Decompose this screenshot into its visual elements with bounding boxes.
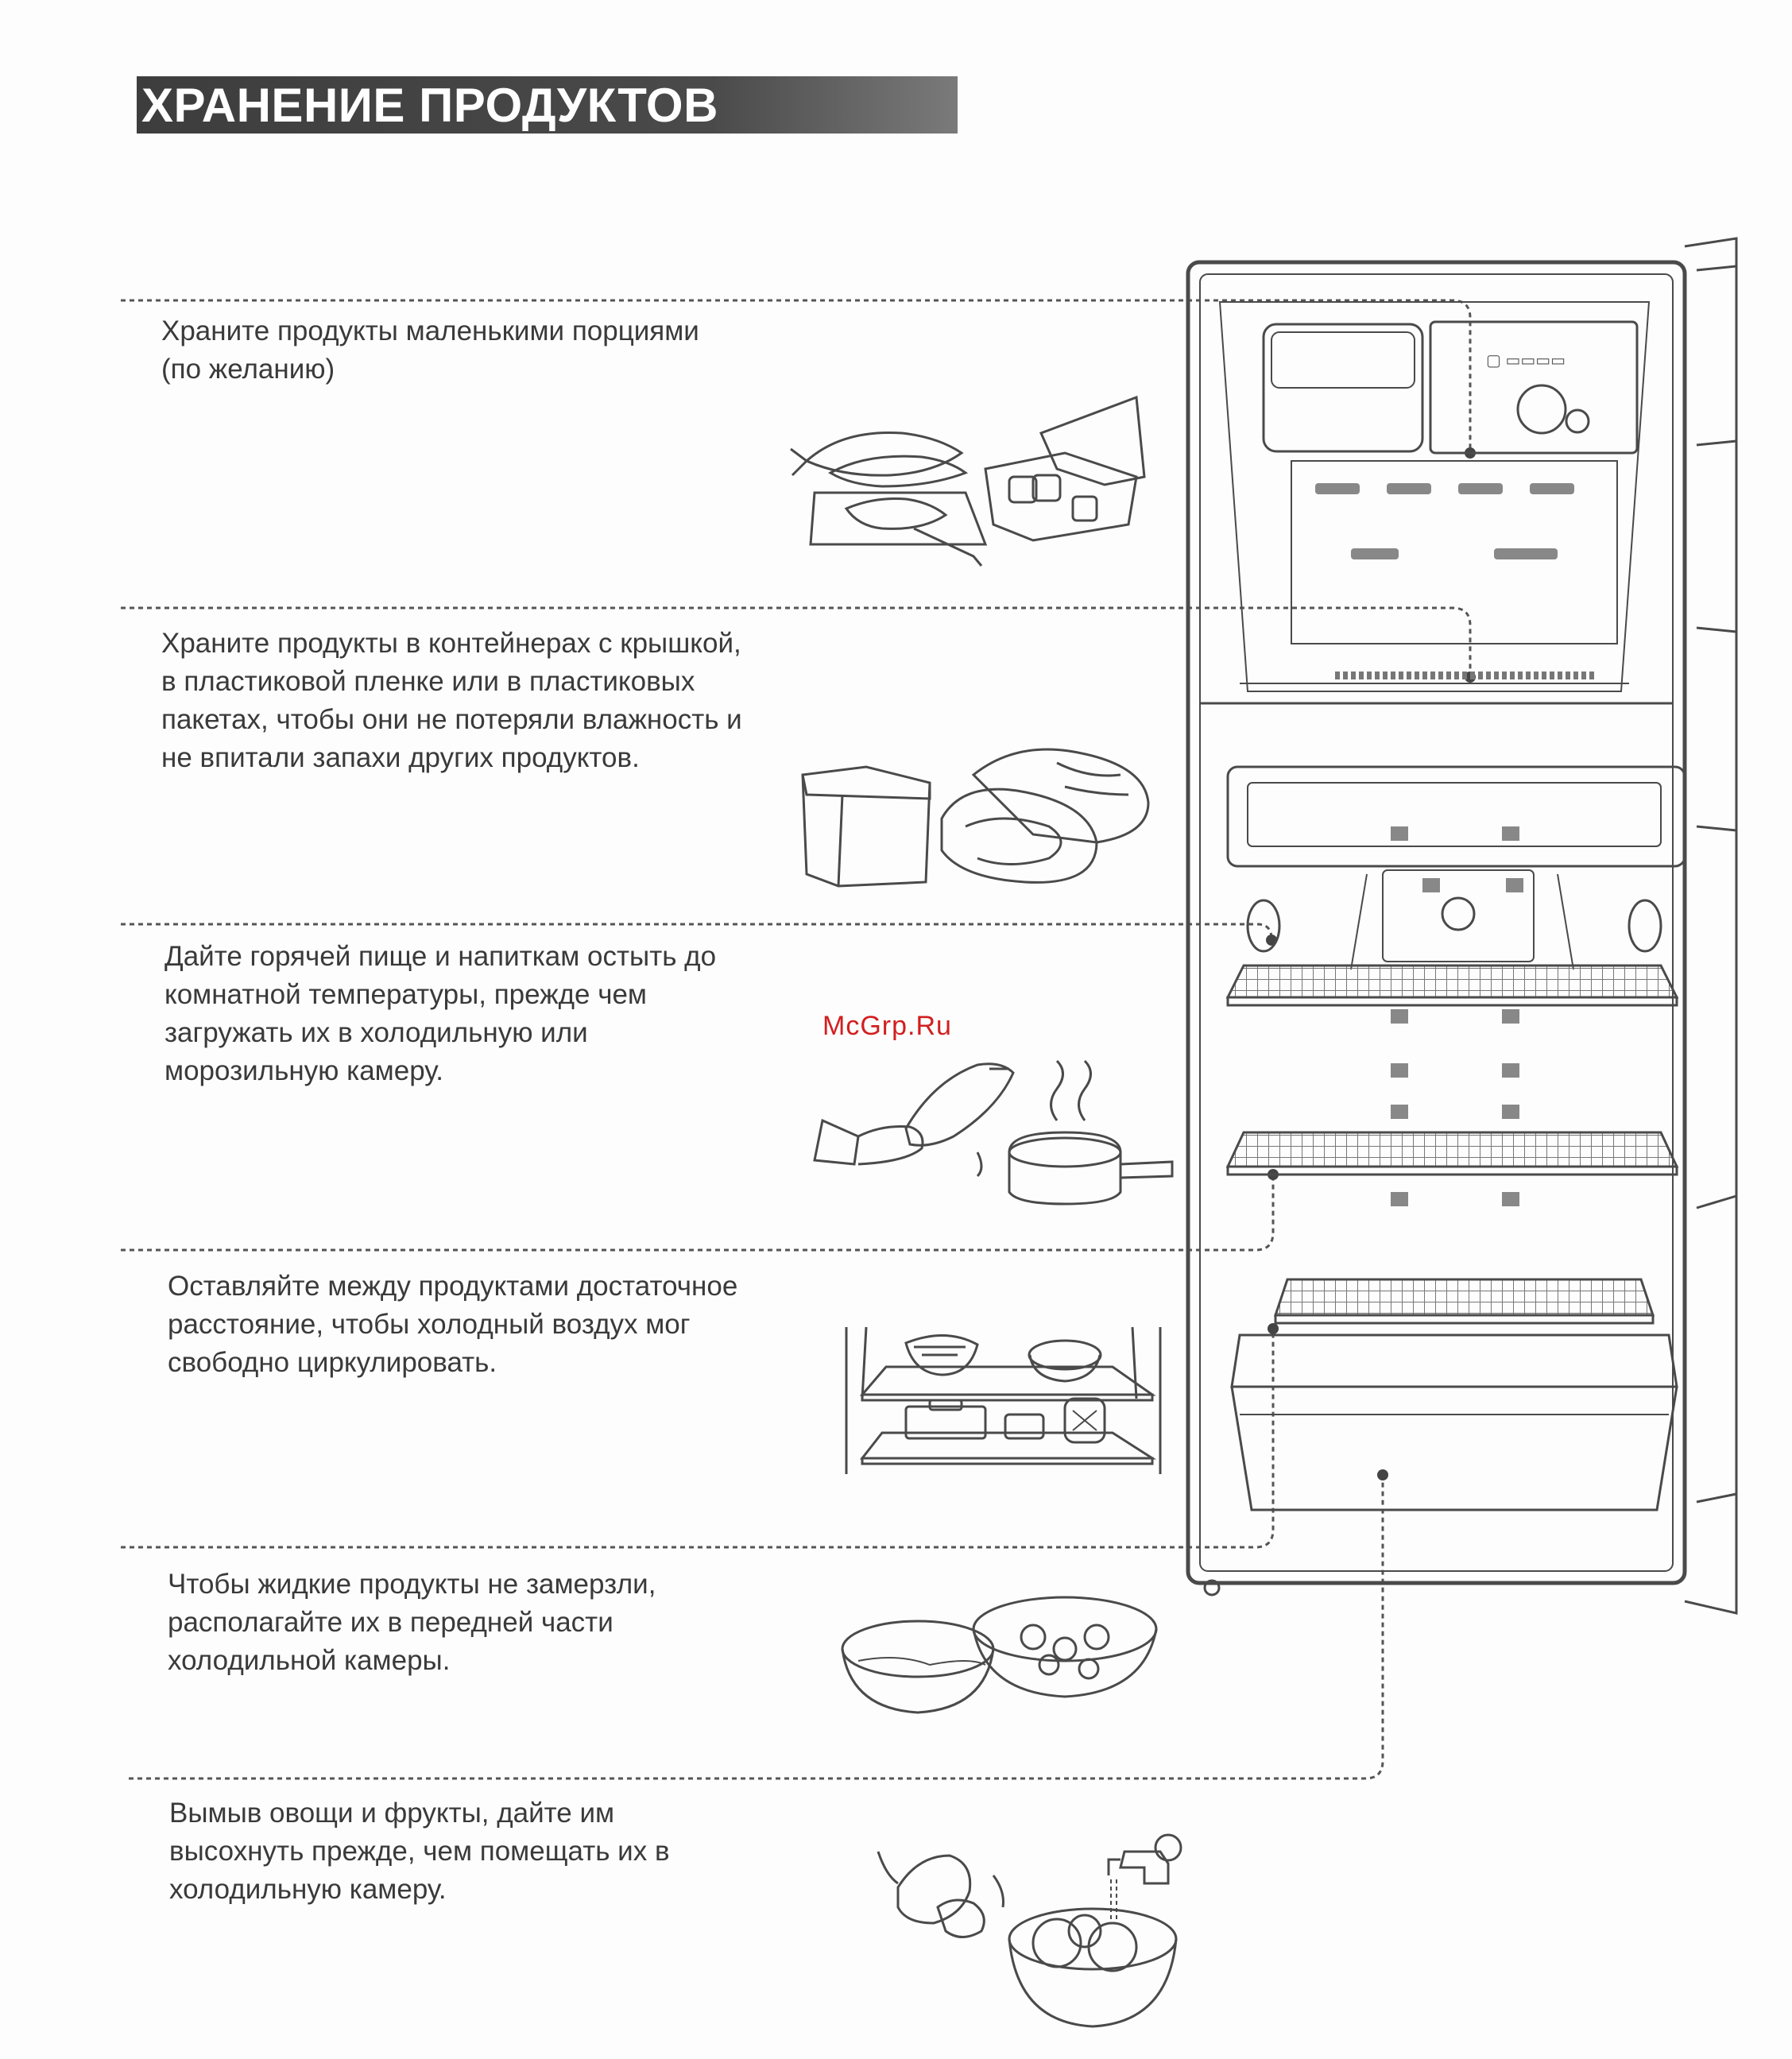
title-bar <box>137 76 958 134</box>
refrigerator-icon: ▢ ▭▭▭▭ <box>1186 237 1738 1615</box>
hot-pan-and-hand-icon <box>813 1059 1174 1206</box>
tip-liquids-front: Чтобы жидкие продукты не замерзли, распо… <box>168 1569 656 1676</box>
tip-cool-hot-food: Дайте горячей пище и напиткам остыть до … <box>164 941 717 1086</box>
leader-line-1 <box>121 299 1472 451</box>
tip-small-portions: Храните продукты маленькими порциями (по… <box>161 315 699 385</box>
fish-cutting-board-and-bags-icon <box>790 395 1146 567</box>
tip-dry-vegetables: Вымыв овощи и фрукты, дайте им высохнуть… <box>169 1798 670 1905</box>
washing-vegetables-under-tap-icon <box>877 1833 1182 2028</box>
leader-line-5 <box>121 1327 1275 1549</box>
leader-lines <box>121 299 1472 1780</box>
tip-air-circulation: Оставляйте между продуктами достаточное … <box>168 1271 738 1378</box>
leader-line-4 <box>121 1176 1275 1252</box>
leader-line-6 <box>129 1477 1384 1780</box>
container-and-wrapped-meat-icon <box>801 748 1150 888</box>
bowls-of-liquid-food-icon <box>841 1596 1158 1714</box>
page-title: ХРАНЕНИЕ ПРОДУКТОВ <box>141 79 718 132</box>
watermark: McGrp.Ru <box>822 1011 952 1041</box>
leader-line-2 <box>121 606 1472 677</box>
svg-text:▢ ▭▭▭▭: ▢ ▭▭▭▭ <box>1486 352 1566 370</box>
tip-containers: Храните продукты в контейнерах с крышкой… <box>161 628 742 773</box>
shelves-with-spaced-food-icon <box>845 1326 1162 1474</box>
leader-line-3 <box>121 923 1273 939</box>
